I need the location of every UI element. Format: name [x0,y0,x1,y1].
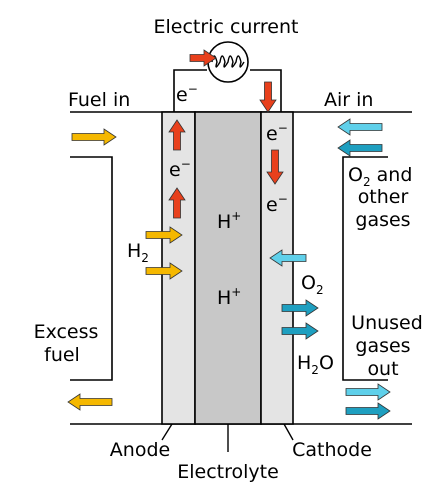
unused-out-arrow-2 [345,402,391,420]
label-unused-2: gases [355,335,410,357]
circuit-wire-left [173,69,207,112]
electron-arrow-cathode [266,149,284,185]
anode-flow-channel [70,156,113,381]
electron-label-cathode-2: e− [266,192,288,216]
water-arrow-2 [281,322,319,340]
air-in-arrow-2 [337,139,383,157]
label-unused-1: Unused [351,312,423,334]
air-in-arrow-1 [337,118,383,136]
label-o2-other-3: gases [355,209,410,231]
electron-label-anode: e− [169,157,191,181]
electron-label-circuit: e− [176,82,198,106]
fuel-in-arrow [71,128,117,146]
circuit-wire-right [250,69,282,112]
label-unused-3: out [367,358,398,380]
label-fuel-in: Fuel in [68,89,130,111]
electron-label-cathode-1: e− [266,121,288,145]
unused-out-arrow-1 [345,383,391,401]
proton-label-1: H+ [217,209,241,233]
cathode-flow-channel [342,156,388,381]
title-electric-current: Electric current [154,16,299,38]
h2-arrow-1 [145,226,183,244]
electron-arrow-circuit-down [259,81,277,113]
label-air-in: Air in [324,89,373,111]
electron-arrow-anode-2 [168,187,186,219]
label-electrolyte: Electrolyte [177,461,279,483]
label-o2-other-2: other [358,186,409,208]
electrolyte-layer [194,111,262,425]
cathode-tick [283,423,294,441]
electron-arrow-circuit [189,49,217,67]
h2-arrow-2 [145,262,183,280]
water-arrow-1 [281,299,319,317]
label-anode: Anode [110,439,170,461]
anode-tick [161,423,173,441]
label-excess-fuel-2: fuel [44,344,80,366]
external-circuit [173,69,282,112]
h2-label: H2 [127,240,149,265]
excess-fuel-arrow [67,393,113,411]
resistor-coil-icon [207,41,249,83]
h2o-label: H2O [297,352,334,377]
o2-to-cathode-arrow [269,249,307,267]
proton-label-2: H+ [217,285,241,309]
flow-arrows [67,49,391,420]
o2-label: O2 [301,272,324,297]
electron-arrow-anode-1 [168,119,186,151]
label-excess-fuel-1: Excess [34,321,99,343]
label-cathode: Cathode [292,439,372,461]
label-o2-other-1: O2 and [348,164,412,189]
